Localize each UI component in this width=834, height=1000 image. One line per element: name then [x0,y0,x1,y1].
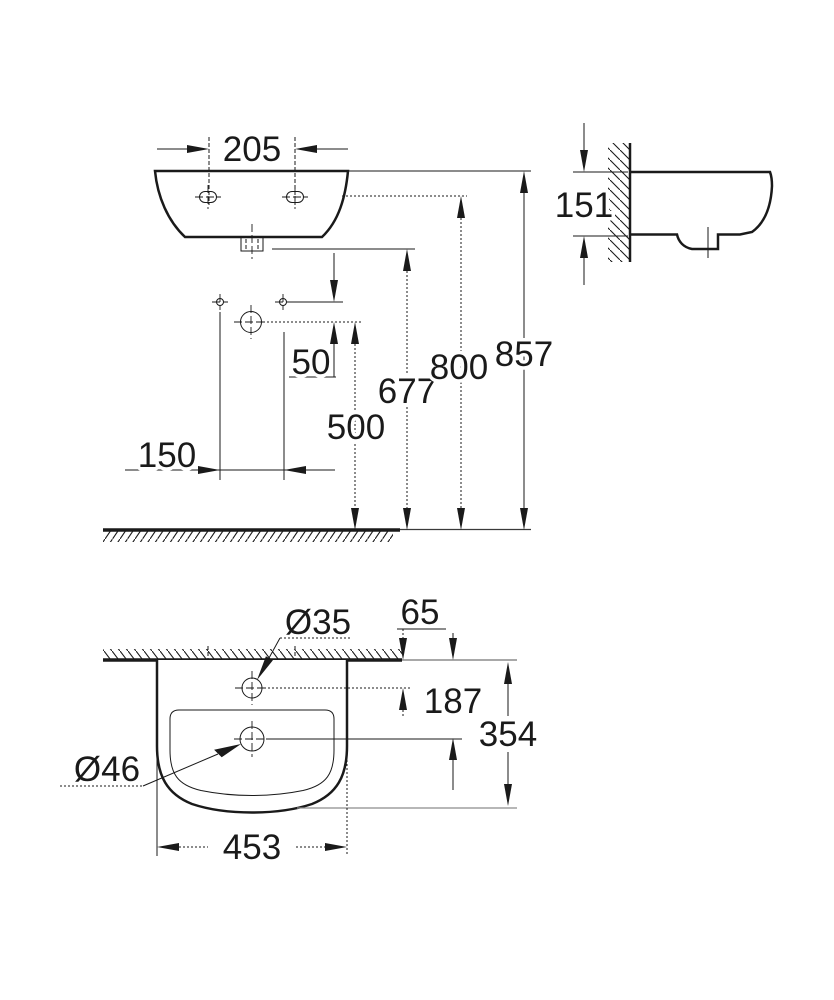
arrowhead [457,508,465,530]
arrowhead [457,196,465,218]
dim-hole-offset-50: 50 [288,253,338,386]
fixing-hole-symbol [279,298,287,306]
label-tap-hole-diameter: Ø35 [257,600,355,680]
wall-fixing-point-left [212,294,228,310]
floor-line [103,528,531,542]
side-view: 151 [551,123,774,285]
floor-hatch [103,531,393,542]
tap-hole-circle [241,677,263,699]
basin-side-profile [630,170,774,251]
dim-value-800: 800 [430,348,488,387]
top-view [103,646,517,814]
arrowhead [187,145,209,153]
dim-waste-height-677: 677 [374,249,440,530]
arrowhead [520,508,528,530]
wall-hatch [608,143,630,262]
dim-width-453: 453 [156,752,348,871]
basin-front-outline [153,169,350,239]
arrowhead [330,322,338,344]
dim-fixing-height-800: 800 [426,196,492,530]
hole-slot [199,191,217,203]
arrowhead [399,688,407,710]
dim-value-150: 150 [138,436,196,475]
outlet-circle [240,311,262,333]
arrowhead [403,249,411,271]
arrowhead [580,150,588,172]
dim-tap-offset-65: 65 [397,590,446,717]
spigot-body [240,237,264,252]
dim-fixing-spacing-150: 150 [125,312,335,480]
dim-value-151: 151 [555,186,613,225]
dim-value-d46: Ø46 [74,750,140,789]
basin-bowl-outline [169,709,335,797]
arrowhead [403,508,411,530]
drain-hole [234,721,270,757]
dim-value-453: 453 [223,828,281,867]
dim-value-205: 205 [223,130,281,169]
leader-arrowhead [257,656,273,680]
leader-line [142,753,219,787]
wall-hatch [103,649,402,659]
front-view [153,169,531,339]
dim-value-677: 677 [378,372,436,411]
dim-value-65: 65 [401,593,440,632]
arrowhead [198,466,220,474]
dim-depth-354: 354 [475,662,541,806]
dim-value-d35: Ø35 [285,603,351,642]
dim-drain-offset-187: 187 [420,633,486,790]
label-drain-diameter: Ø46 [60,744,241,793]
dim-value-354: 354 [479,715,537,754]
arrowhead [157,843,179,851]
drain-hole-circle [239,726,265,752]
dim-rim-height-857: 857 [491,171,557,530]
tap-hole [235,671,269,705]
mounting-hole-left [195,185,221,209]
dim-outlet-height-500: 500 [323,322,389,530]
drain-spigot [240,224,264,259]
leader-arrowhead [214,744,241,758]
arrowhead [295,145,317,153]
arrowhead [520,171,528,193]
arrowhead [449,738,457,760]
arrowhead [284,466,306,474]
dim-tap-hole-spacing: 205 [157,127,348,205]
arrowhead [580,236,588,258]
wall-fixing-point-right [275,294,291,310]
arrowhead [504,662,512,684]
dim-value-50: 50 [292,343,331,382]
dim-value-500: 500 [327,408,385,447]
arrowhead [399,638,407,660]
arrowhead [330,280,338,302]
arrowhead [449,638,457,660]
arrowhead [351,322,359,344]
arrowhead [325,843,347,851]
fixing-hole-symbol [216,298,224,306]
wall-outlet-symbol [234,305,268,339]
dim-value-857: 857 [495,335,553,374]
arrowhead [351,508,359,530]
leader-line [268,637,281,659]
arrowhead [504,784,512,806]
dim-side-height-151: 151 [551,123,628,285]
dim-value-187: 187 [424,682,482,721]
